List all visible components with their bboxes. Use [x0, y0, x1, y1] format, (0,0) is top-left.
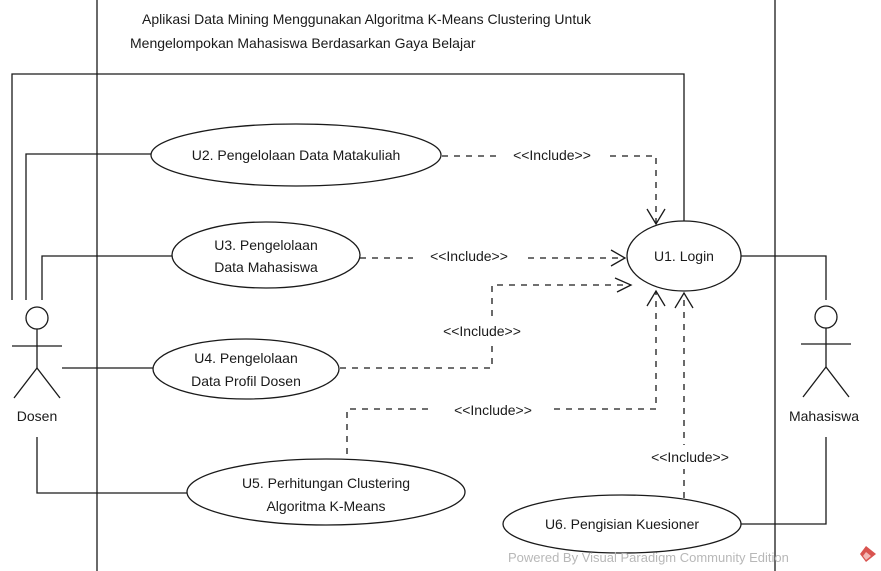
actor-dosen-label: Dosen	[17, 408, 57, 424]
actor-dosen[interactable]	[12, 306, 62, 399]
arrowhead-u6	[674, 291, 694, 309]
svg-text:U6. Pengisian Kuesioner: U6. Pengisian Kuesioner	[545, 516, 699, 532]
include-u2-u1	[442, 155, 657, 224]
usecase-u6[interactable]: U6. Pengisian Kuesioner	[502, 494, 742, 554]
actor-mahasiswa[interactable]	[801, 305, 851, 398]
svg-text:U1. Login: U1. Login	[654, 248, 714, 264]
usecase-u3[interactable]: U3. Pengelolaan Data Mahasiswa	[171, 221, 361, 289]
watermark-text: Powered By Visual Paradigm Community Edi…	[508, 550, 789, 565]
arrowhead-u4	[614, 277, 633, 293]
svg-text:U2. Pengelolaan Data Matakulia: U2. Pengelolaan Data Matakuliah	[192, 147, 401, 163]
svg-text:Data Profil Dosen: Data Profil Dosen	[191, 373, 301, 389]
system-title-line1: Aplikasi Data Mining Menggunakan Algorit…	[142, 11, 592, 27]
include-label-u4: <<Include>>	[443, 323, 521, 339]
svg-text:U5. Perhitungan Clustering: U5. Perhitungan Clustering	[242, 475, 410, 491]
visual-paradigm-logo-icon	[860, 546, 876, 562]
usecase-u4[interactable]: U4. Pengelolaan Data Profil Dosen	[152, 338, 340, 400]
svg-text:Data Mahasiswa: Data Mahasiswa	[214, 259, 318, 275]
include-label-u2: <<Include>>	[513, 147, 591, 163]
usecase-u1[interactable]: U1. Login	[626, 220, 742, 292]
arrowhead-u5	[646, 289, 666, 307]
system-title-line2: Mengelompokan Mahasiswa Berdasarkan Gaya…	[130, 35, 476, 51]
arrowhead-u3	[610, 249, 627, 267]
assoc-dosen-u5	[36, 437, 187, 494]
include-label-u6: <<Include>>	[651, 449, 729, 465]
assoc-dosen-u2	[25, 153, 151, 300]
usecase-u5[interactable]: U5. Perhitungan Clustering Algoritma K-M…	[186, 458, 466, 526]
actor-mahasiswa-label: Mahasiswa	[789, 408, 859, 424]
assoc-mahasiswa-u6	[741, 437, 827, 525]
assoc-dosen-u1	[11, 73, 685, 300]
assoc-dosen-u3	[41, 255, 172, 300]
svg-text:U4. Pengelolaan: U4. Pengelolaan	[194, 350, 298, 366]
svg-text:U3. Pengelolaan: U3. Pengelolaan	[214, 237, 318, 253]
system-boundary	[96, 0, 776, 571]
include-u5-u1	[346, 291, 657, 466]
svg-text:Algoritma K-Means: Algoritma K-Means	[266, 498, 385, 514]
arrowhead-u2	[646, 208, 666, 226]
usecase-u2[interactable]: U2. Pengelolaan Data Matakuliah	[150, 123, 442, 187]
include-label-u3: <<Include>>	[430, 248, 508, 264]
include-label-u5: <<Include>>	[454, 402, 532, 418]
assoc-mahasiswa-u1	[741, 255, 827, 300]
